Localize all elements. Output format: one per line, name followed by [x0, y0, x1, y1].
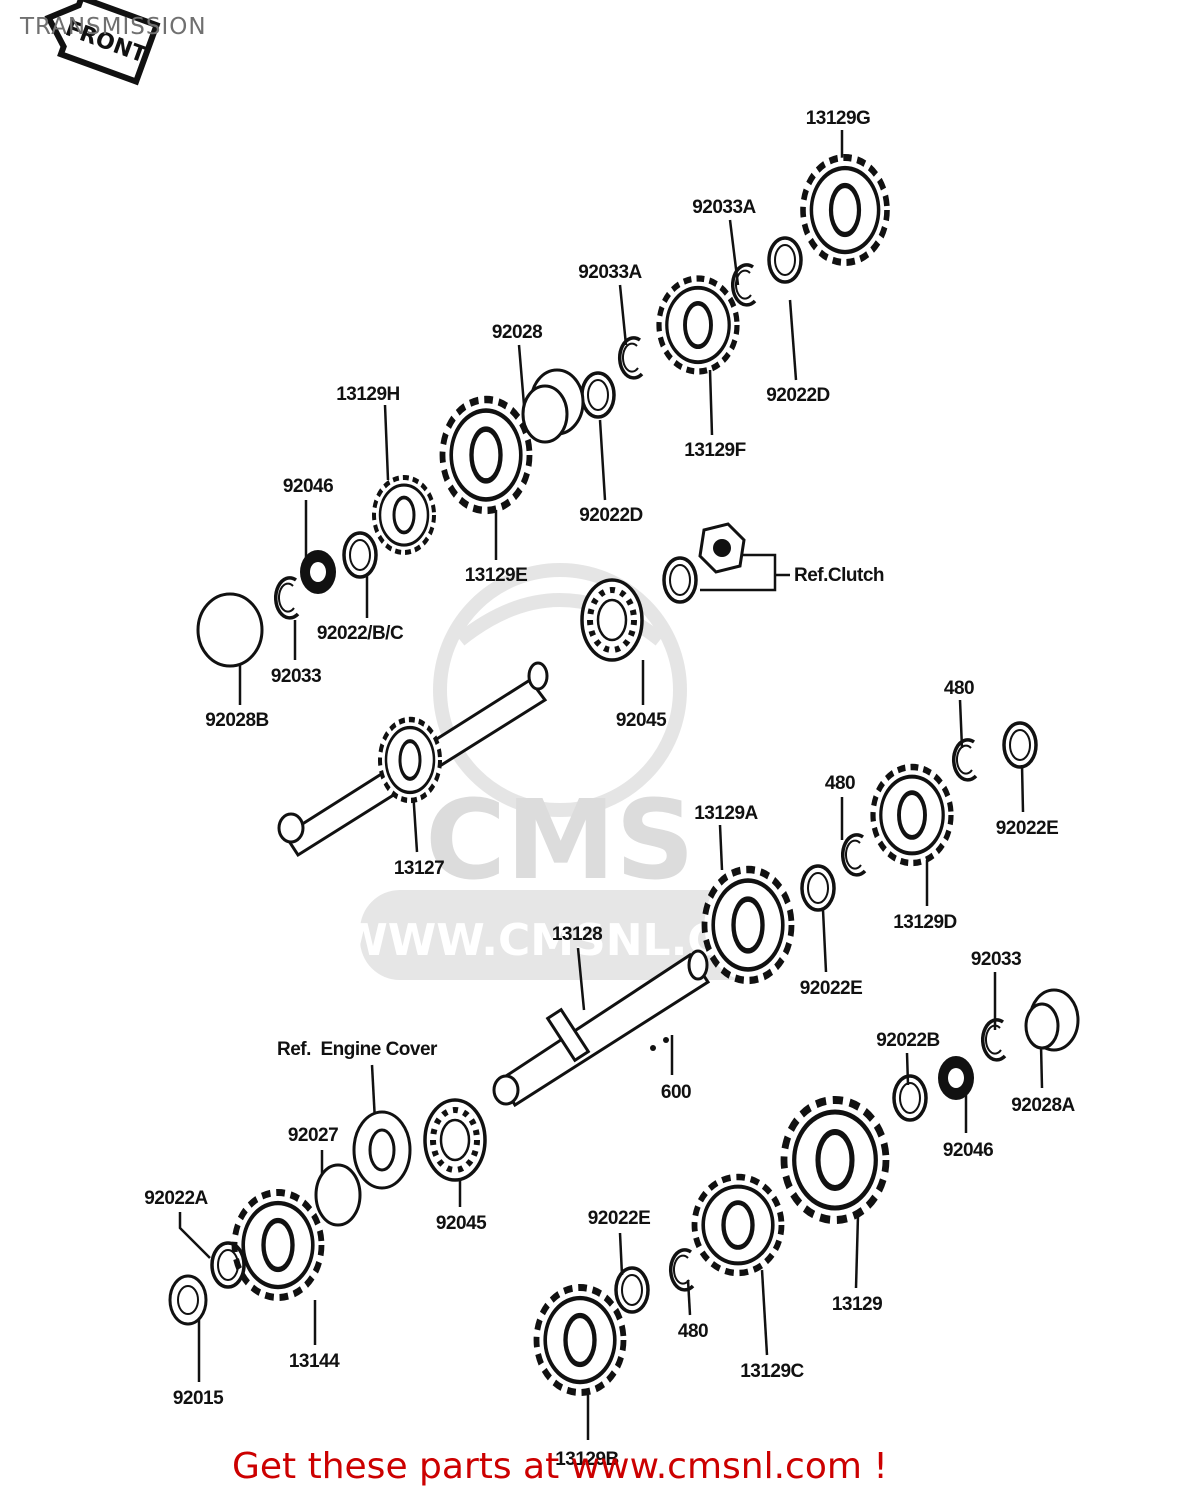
part-label[interactable]: 13144 [288, 1351, 340, 1372]
washer-92022D [767, 236, 803, 284]
part-label[interactable]: 92022B [876, 1030, 940, 1051]
nut-92015 [168, 1274, 208, 1326]
washer-92022B [892, 1074, 928, 1122]
washer-92022BC [342, 531, 378, 579]
clip-92033 [273, 576, 300, 620]
part-label[interactable]: 92022A [144, 1188, 208, 1209]
part-label[interactable]: 92033A [578, 262, 642, 283]
shaft-13128 [492, 949, 711, 1108]
part-label[interactable]: 480 [824, 773, 856, 794]
part-label[interactable]: 13129D [893, 912, 957, 933]
diagram-title: TRANSMISSION [20, 14, 207, 40]
collar-92027 [314, 1163, 362, 1227]
part-label[interactable]: 92027 [287, 1125, 339, 1146]
part-label[interactable]: 13129A [694, 803, 758, 824]
bushing-92028 [521, 368, 585, 444]
clip-92033A [730, 263, 757, 307]
footer-link[interactable]: Get these parts at www.cmsnl.com ! [232, 1446, 888, 1487]
part-label[interactable]: 600 [660, 1082, 692, 1103]
part-label[interactable]: 13129 [831, 1294, 883, 1315]
part-label[interactable]: 92022E [995, 818, 1059, 839]
washer-92022E-2 [800, 864, 836, 912]
circlip-480 [951, 738, 978, 782]
ref-clutch-label: Ref.Clutch [794, 565, 885, 586]
part-label[interactable]: 92022E [799, 978, 863, 999]
needle-bearing-92046 [300, 550, 336, 594]
gear-13129 [784, 1100, 886, 1220]
washer-ref-clutch [662, 556, 698, 604]
gear-13129B [537, 1288, 624, 1393]
part-label[interactable]: 92045 [615, 710, 667, 731]
part-label[interactable]: 92033 [970, 949, 1022, 970]
ref-engine-cover-label: Ref. Engine Cover [277, 1039, 437, 1060]
sprocket-13144 [235, 1193, 322, 1298]
part-label[interactable]: 480 [677, 1321, 709, 1342]
circlip-480-2 [840, 833, 867, 877]
circlip-480-3 [668, 1248, 695, 1292]
part-label[interactable]: 13128 [551, 924, 603, 945]
clip-92033A-2 [617, 336, 644, 380]
watermark-logo: CMS [425, 776, 694, 904]
part-label[interactable]: 92022E [587, 1208, 651, 1229]
gear-13129D [873, 767, 951, 863]
part-label[interactable]: 13129B [555, 1449, 619, 1470]
part-label[interactable]: 92046 [942, 1140, 994, 1161]
part-label[interactable]: 92028 [491, 322, 543, 343]
part-label[interactable]: 13129C [740, 1361, 804, 1382]
shaft-13127 [277, 661, 549, 858]
part-label[interactable]: 92046 [282, 476, 334, 497]
part-label[interactable]: 92045 [435, 1213, 487, 1234]
gear-13129G [803, 158, 887, 263]
gear-13129E [443, 400, 530, 511]
bearing-92045 [582, 580, 642, 660]
gear-13129A [705, 870, 792, 981]
gear-13129H [374, 478, 434, 553]
part-label[interactable]: 92015 [172, 1388, 224, 1409]
part-label[interactable]: 13129H [336, 384, 400, 405]
seal-ref-engine-cover [352, 1110, 412, 1190]
part-label[interactable]: 92028B [205, 710, 269, 731]
part-label[interactable]: 92033A [692, 197, 756, 218]
washer-92022D-2 [580, 371, 616, 419]
washer-92022E-3 [614, 1266, 650, 1314]
part-label[interactable]: 92022D [766, 385, 830, 406]
gear-13129C [695, 1177, 782, 1273]
part-label[interactable]: 13129G [805, 108, 871, 129]
bearing-92045-2 [425, 1100, 485, 1180]
needle-bearing-92046-2 [938, 1056, 974, 1100]
part-label[interactable]: 13129E [464, 565, 528, 586]
part-label[interactable]: 480 [943, 678, 975, 699]
gear-13129F [659, 279, 737, 372]
part-label[interactable]: 92028A [1011, 1095, 1075, 1116]
part-label[interactable]: 92033 [270, 666, 322, 687]
part-label[interactable]: 92022/B/C [316, 623, 404, 644]
part-label[interactable]: 92022D [579, 505, 643, 526]
clip-92033-2 [980, 1018, 1007, 1062]
nut-ref-clutch [698, 522, 746, 574]
part-label[interactable]: 13127 [393, 858, 445, 879]
part-label[interactable]: 13129F [684, 440, 746, 461]
bushing-92028A [1024, 988, 1080, 1052]
bushing-92028B [196, 592, 264, 668]
washer-92022E [1002, 721, 1038, 769]
front-arrow-icon: FRONT [44, 0, 161, 86]
